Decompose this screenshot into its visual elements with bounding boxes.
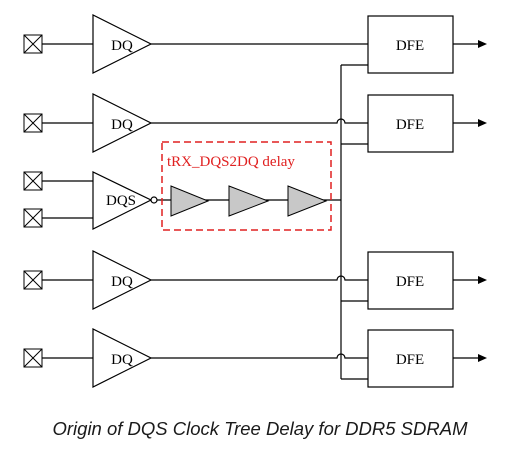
dq-buffer-2: [92, 93, 153, 153]
dqs-label: DQS: [106, 193, 136, 209]
delay-buffer-2: [228, 185, 270, 217]
dq-label: DQ: [111, 352, 133, 368]
dq-label: DQ: [111, 117, 133, 133]
input-pad-icon: [23, 208, 43, 228]
dq-label: DQ: [111, 38, 133, 54]
dqs-row: DQS tRX_DQS2DQ delay: [23, 141, 341, 231]
dq-buffer-1: [92, 14, 153, 74]
delay-label: tRX_DQS2DQ delay: [167, 154, 295, 170]
dfe-label: DFE: [396, 38, 424, 54]
output-arrow-icon: [478, 40, 487, 48]
dfe-label: DFE: [396, 117, 424, 133]
delay-region-box: [161, 141, 332, 231]
output-arrow-icon: [478, 119, 487, 127]
inversion-bubble-icon: [150, 196, 158, 204]
dq-row-4: DQ DFE: [23, 328, 487, 388]
dfe-block-2: [367, 94, 454, 153]
figure-caption: Origin of DQS Clock Tree Delay for DDR5 …: [52, 418, 468, 439]
dq-row-3: DQ DFE: [23, 250, 487, 310]
input-pad-icon: [23, 34, 43, 54]
input-pad-icon: [23, 171, 43, 191]
input-pad-icon: [23, 270, 43, 290]
dfe-label: DFE: [396, 274, 424, 290]
clock-trunk: [340, 64, 368, 380]
dq-row-1: DQ DFE: [23, 14, 487, 74]
input-pad-icon: [23, 113, 43, 133]
dqs-buffer: [92, 171, 153, 230]
input-pad-icon: [23, 348, 43, 368]
dq-buffer-3: [92, 250, 153, 310]
dfe-block-1: [367, 15, 454, 74]
delay-buffer-3: [287, 185, 328, 217]
delay-buffer-1: [170, 185, 210, 217]
dfe-block-4: [367, 329, 454, 388]
dq-buffer-4: [92, 328, 153, 388]
dq-row-2: DQ DFE: [23, 93, 487, 153]
output-arrow-icon: [478, 354, 487, 362]
dqs-clock-tree-diagram: DQ DFE DQ DFE DQS tRX_DQS2DQ delay: [23, 14, 487, 388]
dq-label: DQ: [111, 274, 133, 290]
dfe-label: DFE: [396, 352, 424, 368]
output-arrow-icon: [478, 276, 487, 284]
